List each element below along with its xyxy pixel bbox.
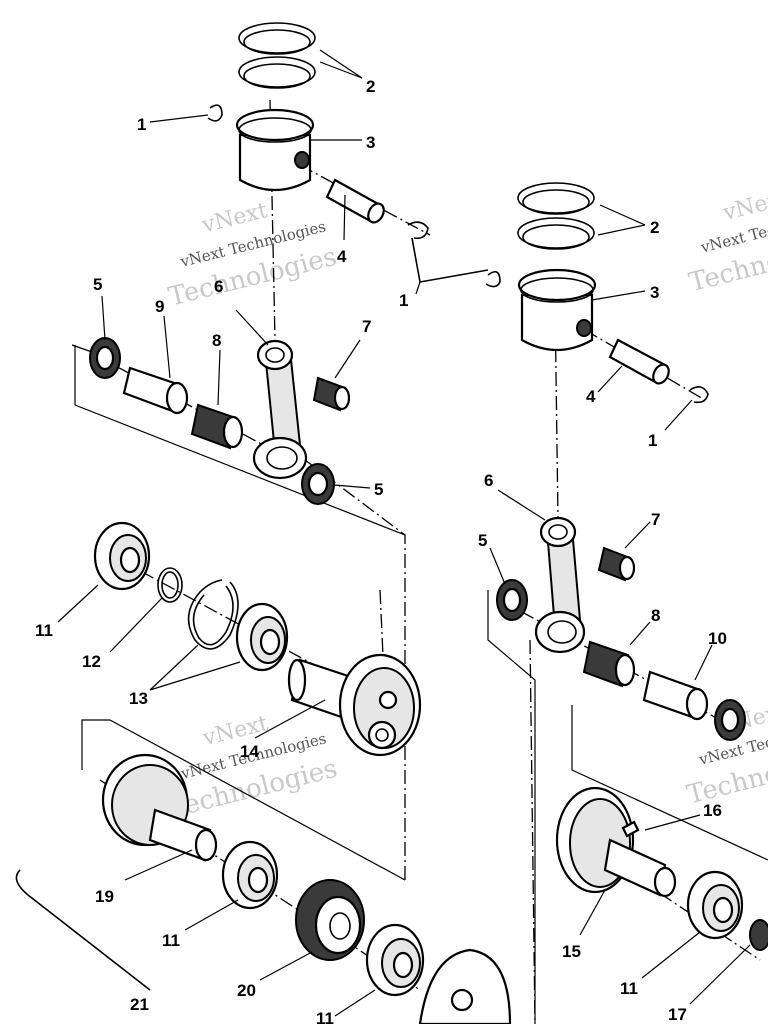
lower-left-crank-web xyxy=(101,753,218,862)
right-crank-half xyxy=(555,786,677,898)
right-piston xyxy=(517,268,597,351)
callout-1: 1 xyxy=(399,291,408,310)
callout-1: 1 xyxy=(648,431,657,450)
left-bearing-inner xyxy=(235,602,289,672)
left-circlip-pin xyxy=(407,221,429,240)
lower-left-bearing xyxy=(221,840,279,910)
right-needle-bearing-large xyxy=(582,640,636,688)
left-needle-bearing-large xyxy=(190,403,244,450)
callout-12: 12 xyxy=(82,652,101,671)
callout-11: 11 xyxy=(620,979,638,998)
callout-7: 7 xyxy=(362,317,371,336)
callout-19: 19 xyxy=(95,887,114,906)
lower-bearing-bottom xyxy=(365,923,425,997)
callout-6: 6 xyxy=(484,471,493,490)
left-circlip-top xyxy=(207,104,223,122)
callout-5: 5 xyxy=(374,480,383,499)
left-washer-bottom xyxy=(301,463,335,505)
right-washer-left xyxy=(496,579,528,621)
left-sleeve xyxy=(122,366,189,415)
left-bearing-outer xyxy=(93,521,151,591)
callout-8: 8 xyxy=(212,331,221,350)
right-piston-rings xyxy=(517,182,595,250)
right-seal-ring xyxy=(749,919,768,951)
callout-10: 10 xyxy=(708,629,727,648)
callout-4: 4 xyxy=(337,247,347,266)
callout-11: 11 xyxy=(162,931,180,950)
right-connecting-rod xyxy=(534,516,586,654)
left-washer-top xyxy=(89,337,121,379)
watermark-group-1: vNext vNext Technologies Technologies xyxy=(166,198,340,312)
right-key xyxy=(621,820,640,838)
callout-20: 20 xyxy=(237,981,256,1000)
left-snap-ring xyxy=(187,579,239,650)
callout-1: 1 xyxy=(137,115,146,134)
callout-15: 15 xyxy=(562,942,581,961)
left-crank-shaft xyxy=(287,653,422,757)
right-washer-right xyxy=(714,699,746,741)
right-sleeve xyxy=(642,670,709,721)
left-piston xyxy=(235,108,315,191)
callout-2: 2 xyxy=(650,218,659,237)
callout-11: 11 xyxy=(316,1009,334,1024)
right-piston-pin xyxy=(608,338,670,385)
callout-3: 3 xyxy=(366,133,375,152)
callout-16: 16 xyxy=(703,801,722,820)
right-circlip-top xyxy=(485,270,501,288)
callout-5: 5 xyxy=(478,531,487,550)
lower-crank-web-bottom xyxy=(418,948,512,1024)
left-ring-small xyxy=(157,567,183,603)
watermark-top: vNext xyxy=(720,186,768,226)
right-circlip-pin xyxy=(689,386,709,404)
callout-8: 8 xyxy=(651,606,660,625)
callout-21: 21 xyxy=(130,995,149,1014)
left-piston-pin xyxy=(325,178,385,224)
callout-14: 14 xyxy=(240,742,259,761)
callout-6: 6 xyxy=(214,277,223,296)
left-piston-rings xyxy=(238,22,316,89)
callout-17: 17 xyxy=(668,1005,687,1024)
callout-9: 9 xyxy=(155,297,164,316)
callout-11: 11 xyxy=(35,621,53,640)
callout-7: 7 xyxy=(651,510,660,529)
lower-seal xyxy=(295,879,365,961)
bracket-21 xyxy=(15,869,151,991)
callout-4: 4 xyxy=(586,387,596,406)
left-needle-bearing-small xyxy=(312,376,351,412)
callout-3: 3 xyxy=(650,283,659,302)
right-bearing xyxy=(686,870,744,940)
left-connecting-rod xyxy=(252,339,308,480)
right-needle-bearing-small xyxy=(597,546,636,582)
callout-5: 5 xyxy=(93,275,102,294)
leader-lines xyxy=(57,49,751,1017)
callout-2: 2 xyxy=(366,77,375,96)
callout-labels: 1 2 3 4 5 9 8 6 7 5 1 2 3 4 1 6 7 5 8 10… xyxy=(35,77,727,1024)
watermark-group-3: vNext vNext Technologies Technologies xyxy=(686,186,768,299)
callout-13: 13 xyxy=(129,689,148,708)
